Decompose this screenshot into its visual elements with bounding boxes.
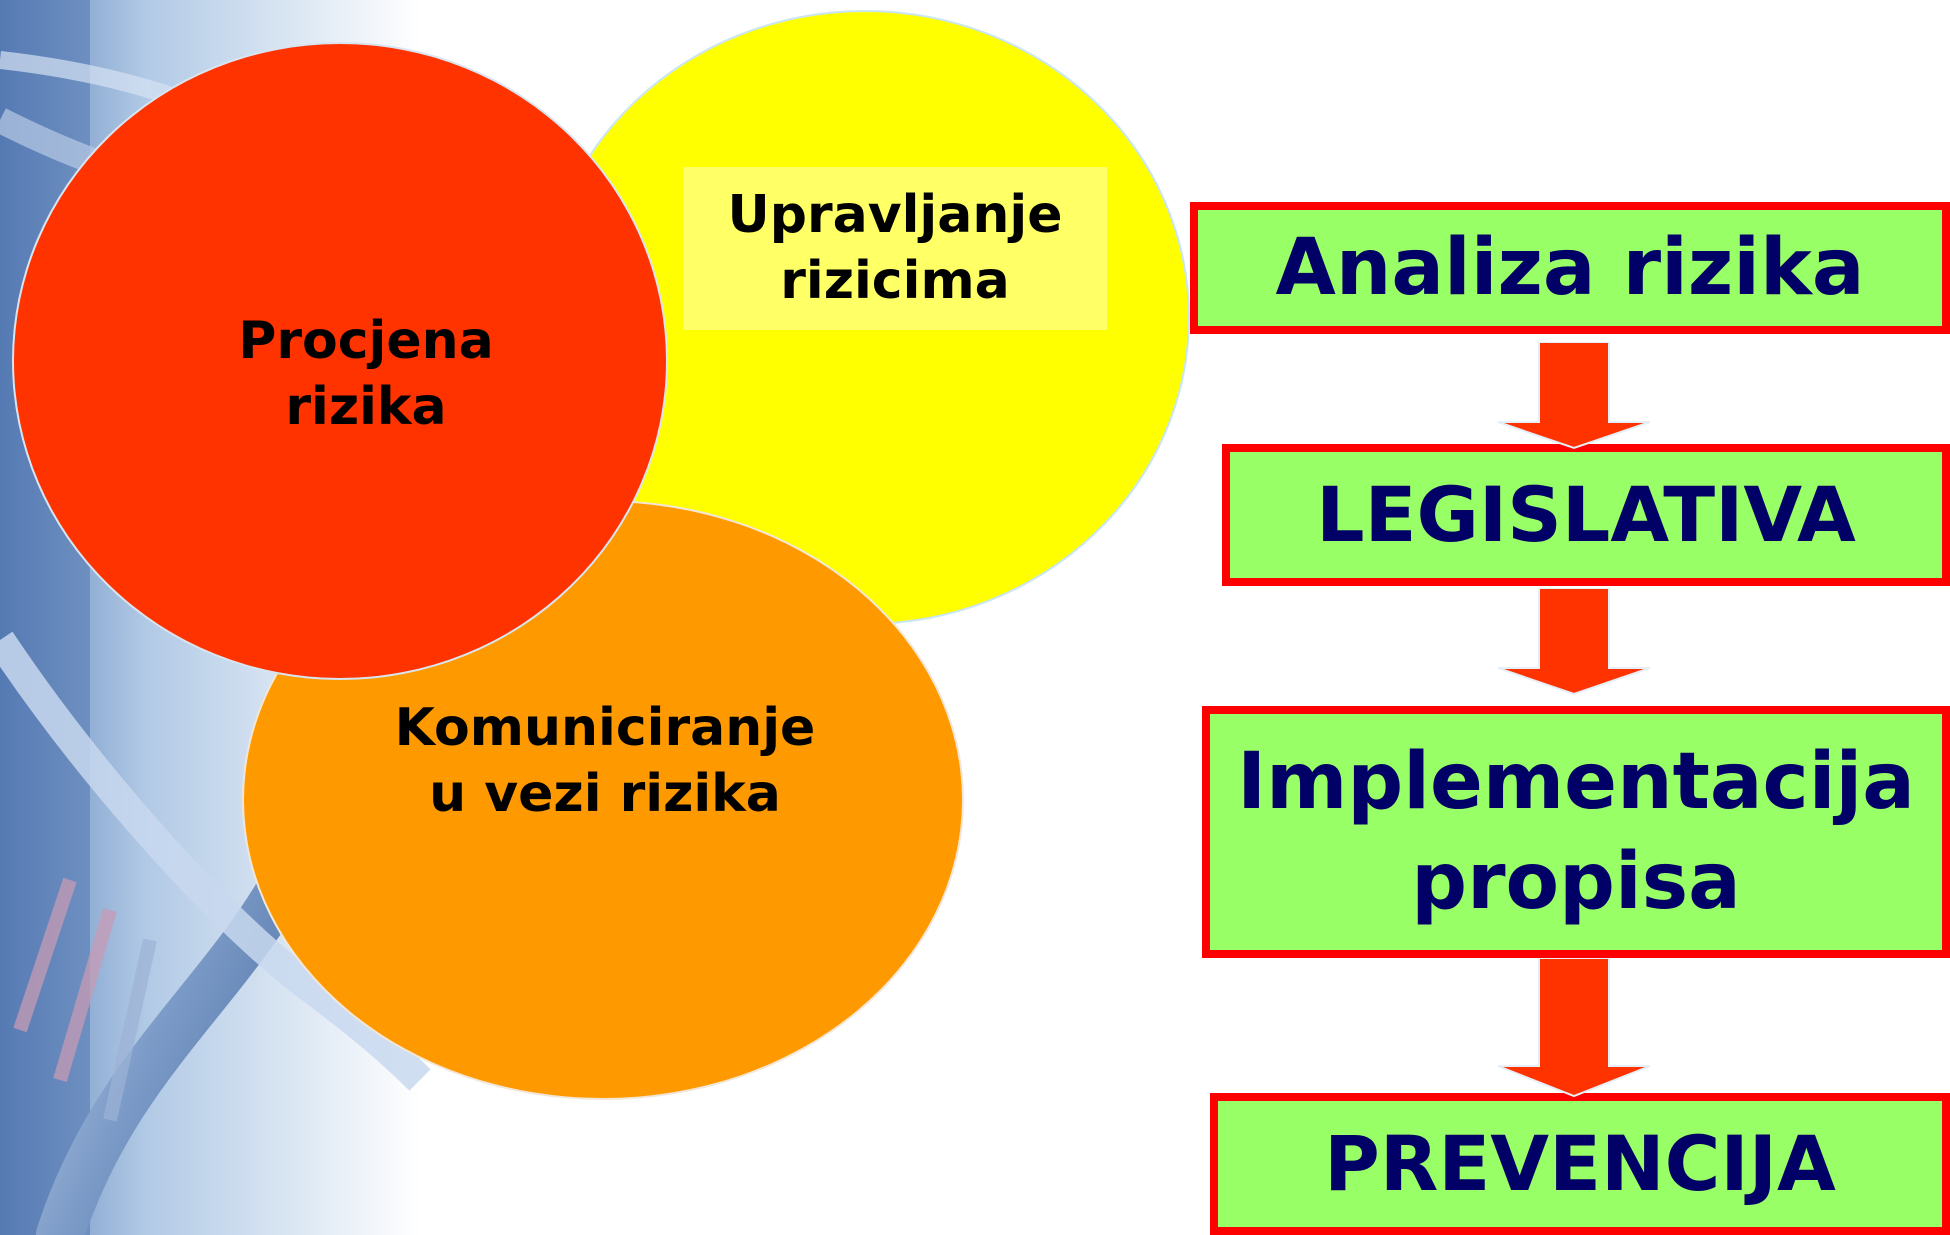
down-arrow-icon: [1497, 342, 1651, 450]
step-legislativa: LEGISLATIVA: [1222, 444, 1950, 586]
down-arrow-icon: [1497, 958, 1651, 1098]
upravljanje-rizicima-label: Upravljanje rizicima: [727, 185, 1063, 311]
down-arrow-icon: [1497, 588, 1651, 696]
step-analiza-rizika: Analiza rizika: [1190, 202, 1950, 334]
upravljanje-label-background: [683, 167, 1107, 330]
circle-procjena-rizika: [12, 42, 668, 680]
procjena-rizika-label: Procjena rizika: [238, 311, 494, 437]
step-implementacija-propisa: Implementacija propisa: [1202, 706, 1950, 958]
komuniciranje-rizika-label: Komuniciranje u vezi rizika: [394, 698, 816, 824]
step-prevencija: PREVENCIJA: [1210, 1093, 1950, 1235]
